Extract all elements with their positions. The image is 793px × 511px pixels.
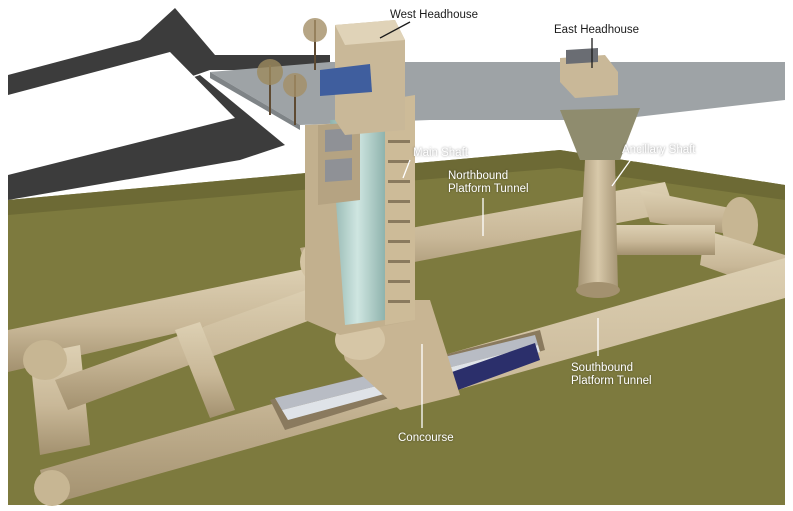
west-headhouse-leader (379, 21, 411, 39)
southbound-label-line2: Platform Tunnel (571, 375, 652, 387)
west-headhouse-label: West Headhouse (390, 9, 479, 21)
train (452, 343, 540, 390)
east-headhouse-label: East Headhouse (554, 24, 640, 36)
northbound-label-line1: Northbound (448, 170, 509, 182)
main-shaft-stair-core (385, 95, 415, 325)
east-headhouse (560, 55, 618, 98)
road-corner-white (8, 8, 175, 75)
road-top-white (410, 8, 785, 60)
main-shaft-label: Main Shaft (413, 147, 468, 159)
ancillary-shaft-base (576, 282, 620, 298)
northbound-label-line2: Platform Tunnel (448, 183, 529, 195)
main-shaft-stair-steps (388, 140, 410, 303)
east-headhouse-top (566, 48, 598, 64)
cross-passage-mid (590, 225, 715, 255)
ventilation-fan-lower (325, 158, 352, 182)
road-island-white (8, 52, 235, 175)
tunnel-left-upper (8, 268, 320, 372)
concourse-label: Concourse (398, 432, 454, 444)
tunnel-left-end (23, 340, 67, 380)
main-shaft-leader (402, 159, 411, 179)
ancillary-shaft-leader (611, 157, 633, 187)
southbound-tunnel-end (34, 470, 70, 506)
ancillary-shaft-label: Ancillary Shaft (622, 144, 696, 156)
street-trees (257, 18, 327, 125)
west-headhouse-roof (335, 20, 405, 45)
ancillary-shaft-collar (560, 108, 640, 160)
road-gap-white (175, 8, 330, 55)
southbound-label-line1: Southbound (571, 362, 634, 374)
tunnel-left-strut (175, 322, 235, 418)
west-headhouse-canopy (320, 64, 372, 96)
ancillary-shaft (578, 160, 618, 290)
pavement-edge (210, 72, 300, 130)
